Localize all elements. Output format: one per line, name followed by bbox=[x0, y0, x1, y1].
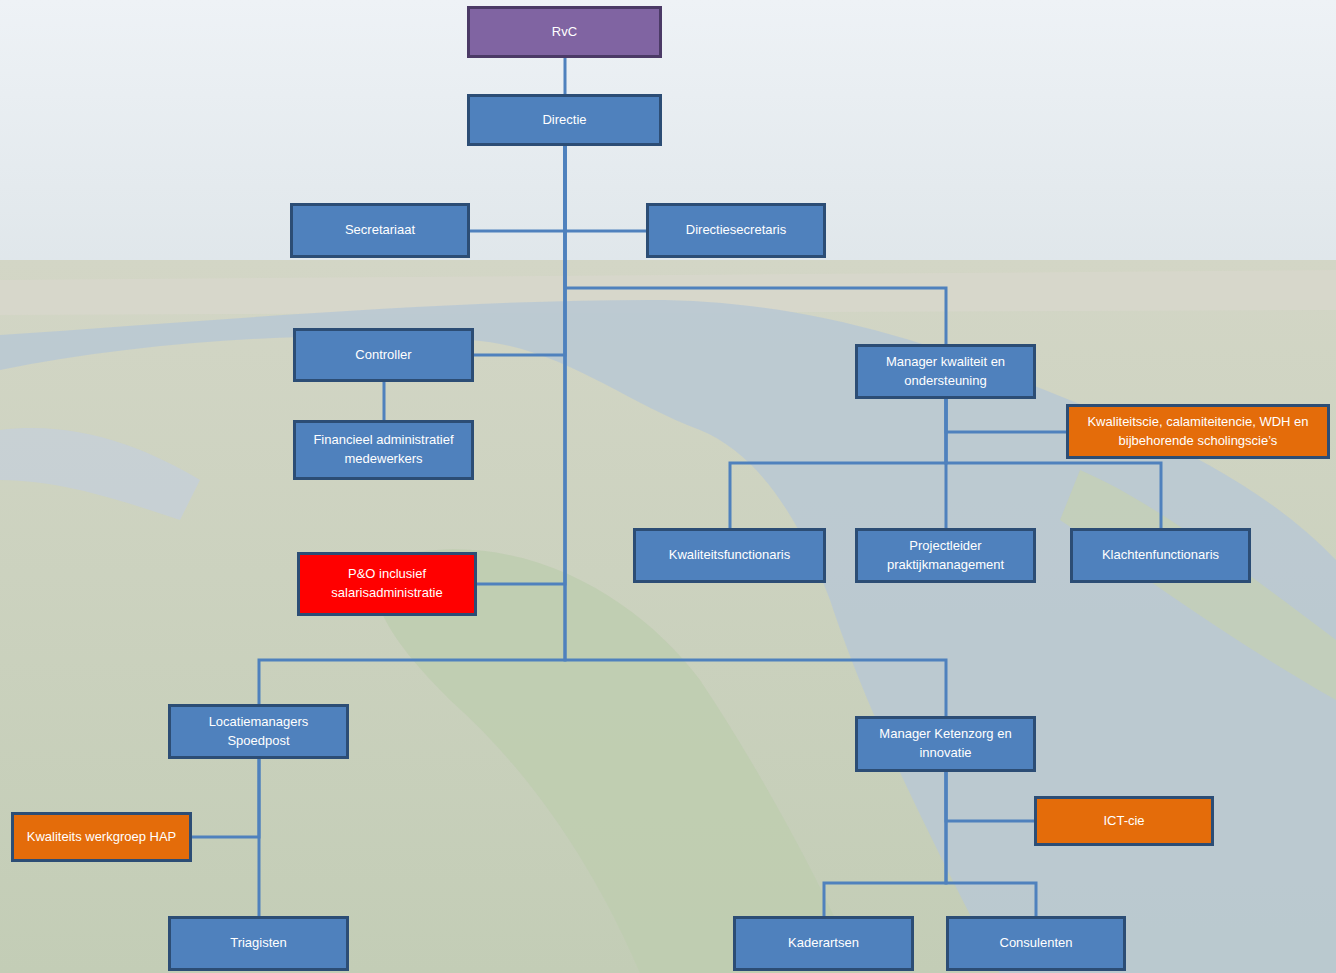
box-label: Kaderartsen bbox=[788, 934, 859, 953]
org-connector bbox=[477, 146, 565, 584]
org-connector bbox=[730, 399, 946, 528]
org-box: Kwaliteitsfunctionaris bbox=[633, 528, 826, 583]
org-box: Kaderartsen bbox=[733, 916, 914, 971]
box-label: Consulenten bbox=[1000, 934, 1073, 953]
box-label: Kwaliteits werkgroep HAP bbox=[27, 828, 177, 847]
org-box: Projectleider praktijkmanagement bbox=[855, 528, 1036, 583]
org-connector bbox=[564, 58, 567, 94]
box-label: Kwaliteitscie, calamiteitencie, WDH en b… bbox=[1077, 413, 1319, 451]
box-label: Locatiemanagers Spoedpost bbox=[179, 713, 338, 751]
box-label: Kwaliteitsfunctionaris bbox=[669, 546, 790, 565]
org-box: Financieel administratief medewerkers bbox=[293, 420, 474, 480]
org-connector bbox=[565, 146, 946, 716]
org-box: Manager Ketenzorg en innovatie bbox=[855, 716, 1036, 772]
box-label: Secretariaat bbox=[345, 221, 415, 240]
org-box: Directiesecretaris bbox=[646, 203, 826, 258]
org-connector bbox=[192, 759, 259, 837]
box-label: Manager Ketenzorg en innovatie bbox=[866, 725, 1025, 763]
org-box: Directie bbox=[467, 94, 662, 146]
box-label: ICT-cie bbox=[1103, 812, 1144, 831]
box-label: P&O inclusief salarisadministratie bbox=[308, 565, 466, 603]
org-connector bbox=[565, 146, 646, 231]
box-label: Directie bbox=[542, 111, 586, 130]
org-connector bbox=[259, 146, 565, 704]
org-connector bbox=[565, 146, 946, 344]
org-connector bbox=[946, 399, 1066, 432]
committee-box: Kwaliteitscie, calamiteitencie, WDH en b… bbox=[1066, 404, 1330, 459]
org-connector bbox=[946, 772, 1036, 916]
committee-box: Kwaliteits werkgroep HAP bbox=[11, 812, 192, 862]
org-box: P&O inclusief salarisadministratie bbox=[297, 552, 477, 616]
box-label: Financieel administratief medewerkers bbox=[304, 431, 463, 469]
org-box: Locatiemanagers Spoedpost bbox=[168, 704, 349, 759]
org-box: Manager kwaliteit en ondersteuning bbox=[855, 344, 1036, 399]
box-label: Directiesecretaris bbox=[686, 221, 786, 240]
box-label: Controller bbox=[355, 346, 411, 365]
box-label: Triagisten bbox=[230, 934, 287, 953]
org-connector bbox=[824, 772, 946, 916]
box-label: Manager kwaliteit en ondersteuning bbox=[866, 353, 1025, 391]
box-label: Projectleider praktijkmanagement bbox=[866, 537, 1025, 575]
org-box: RvC bbox=[467, 6, 662, 58]
org-box: Klachtenfunctionaris bbox=[1070, 528, 1251, 583]
org-box: Triagisten bbox=[168, 916, 349, 971]
org-box: Consulenten bbox=[946, 916, 1126, 971]
box-label: RvC bbox=[552, 23, 577, 42]
org-connector bbox=[258, 759, 261, 916]
org-connector bbox=[383, 382, 386, 420]
box-label: Klachtenfunctionaris bbox=[1102, 546, 1219, 565]
org-box: Controller bbox=[293, 328, 474, 382]
org-connector bbox=[946, 772, 1034, 821]
org-connector bbox=[474, 146, 565, 355]
org-box: Secretariaat bbox=[290, 203, 470, 258]
committee-box: ICT-cie bbox=[1034, 796, 1214, 846]
org-connector bbox=[470, 146, 565, 231]
